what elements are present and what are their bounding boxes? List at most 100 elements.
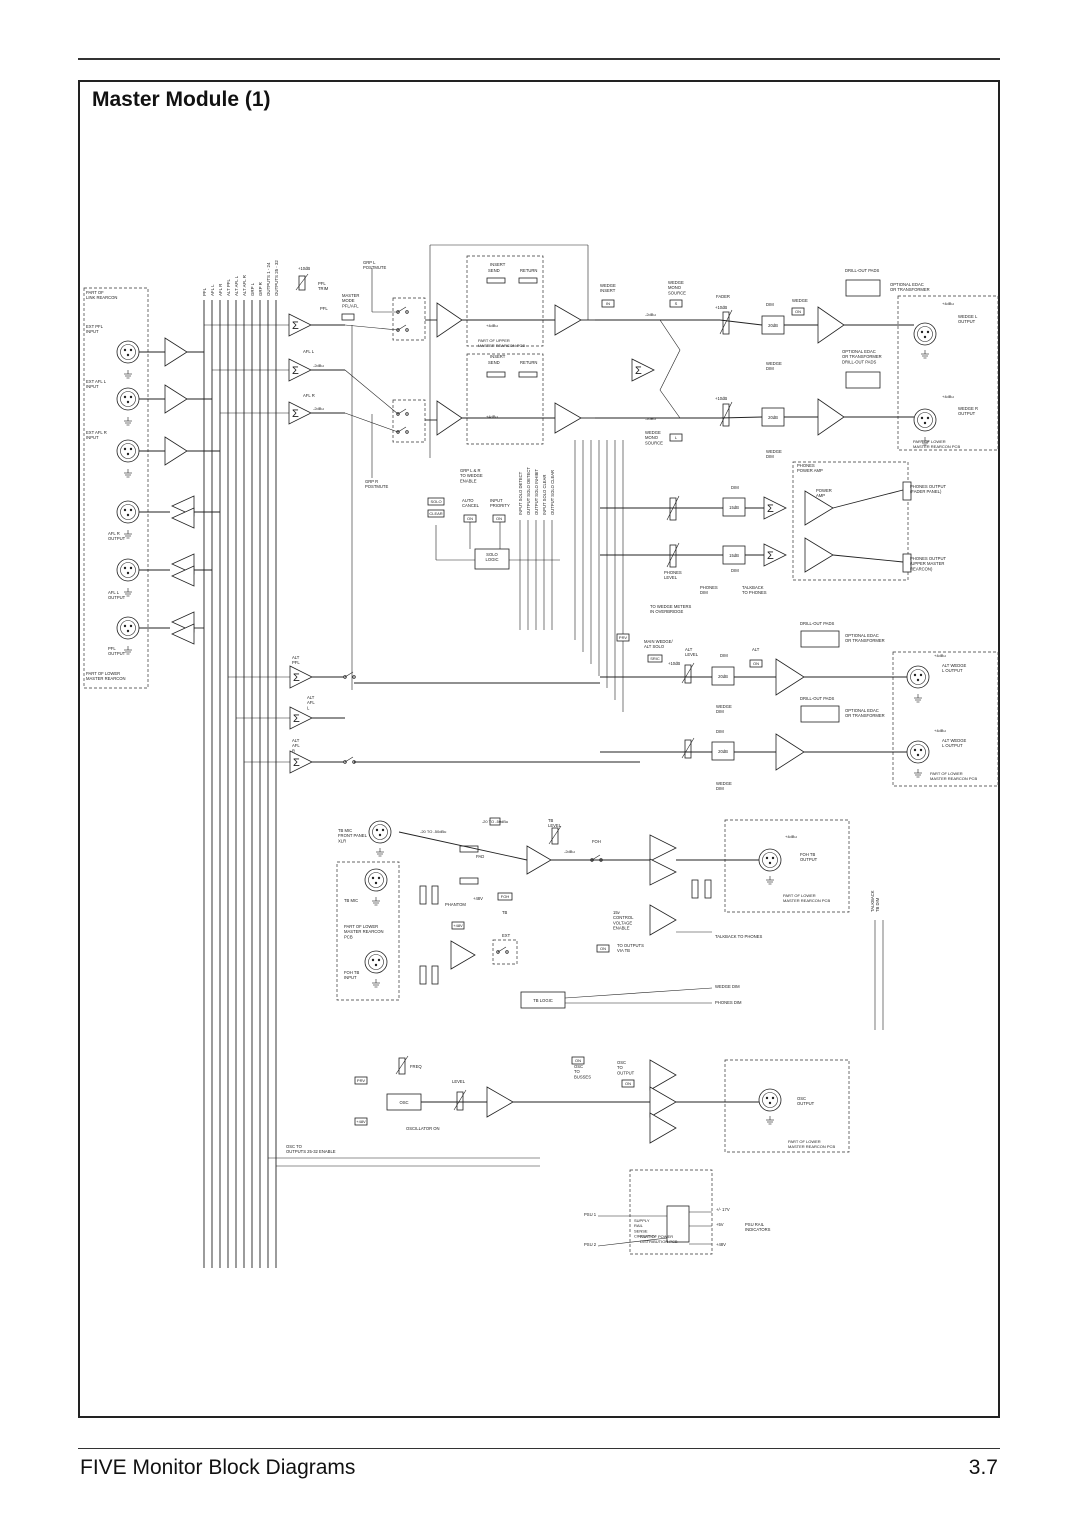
pot-arrow [681, 662, 695, 684]
xlr-pin [123, 348, 127, 352]
button-label: PRV [619, 635, 627, 640]
tb-mic-preamp [526, 845, 552, 875]
mode-route [344, 412, 399, 433]
label-psu2: PSU 2 [584, 1242, 597, 1247]
xlr-pin [126, 400, 130, 404]
label-talkback_to_phones_line: TALKBACK TO PHONES [715, 934, 762, 939]
push-button [497, 892, 513, 901]
xlr-inner [917, 326, 933, 342]
label-plus10db: +10dB [668, 661, 680, 666]
label-pad: PAD [476, 854, 484, 859]
push-button [621, 1079, 635, 1088]
xlr-pin [129, 447, 133, 451]
wedge-output-amp [817, 306, 845, 344]
xlr-inner [910, 669, 926, 685]
label-tb_logic: TB LOGIC [533, 998, 553, 1003]
xlr-pin [768, 861, 772, 865]
osc-bus-amp [649, 1059, 677, 1091]
label-drill_out_pads: DRILL-OUT PADS [800, 696, 834, 701]
switch-blade [397, 408, 407, 415]
xlr-pin [920, 330, 924, 334]
phones-r-power-amp [804, 537, 834, 573]
tb-logic-out [564, 987, 713, 999]
xlr-pin [771, 1096, 775, 1100]
insert-send-amp [436, 400, 463, 436]
push-button [492, 514, 506, 523]
push-button [354, 1076, 368, 1085]
label-minus2dbu: -2dBu [645, 312, 656, 317]
label-plus4dbu: +4dBu [934, 653, 946, 658]
pot-arrow [453, 1089, 467, 1111]
alt-wedge-amp [775, 733, 805, 771]
resistor [518, 371, 538, 378]
label-plus10db: +10dB [715, 396, 727, 401]
xlr-pin [919, 748, 923, 752]
switch-blade [591, 854, 601, 861]
button-label: ON [496, 516, 502, 521]
label-return: RETURN [520, 268, 537, 273]
xlr-pin [375, 828, 379, 832]
sigma-glyph: Σ [293, 713, 300, 725]
switch-blade [397, 306, 407, 313]
output-driver-amp [171, 623, 195, 645]
label-afl_r: AFL R [303, 393, 315, 398]
xlr-pin [923, 335, 927, 339]
phones-amp-boundary [792, 461, 909, 581]
pot-arrow [548, 825, 562, 845]
power-distribution-boundary [629, 1169, 713, 1255]
label-plus4dbu: +4dBu [934, 728, 946, 733]
label-dim: DIM [731, 485, 739, 490]
bus-label-bus_afl_l: AFL L [210, 284, 215, 296]
insert-return-amp [554, 402, 582, 434]
foh-tb-amp [649, 858, 677, 886]
xlr-pin [913, 748, 917, 752]
upper-rearcon-insert-box [466, 255, 544, 347]
push-button [601, 299, 615, 308]
ext-switch-box [492, 939, 518, 965]
fader-out [719, 416, 763, 419]
alt-dim-pad [711, 666, 735, 686]
drill-out-pad-block [800, 630, 840, 648]
switch-blade [344, 756, 354, 763]
xlr-pin [381, 828, 385, 832]
button-label: +48V [453, 923, 463, 928]
alt-dim-pad [711, 741, 735, 761]
psu-line [597, 1237, 668, 1247]
xlr-pin [123, 395, 127, 399]
footer-rule [78, 1448, 1000, 1449]
label-dim: DIM [716, 729, 724, 734]
resistor [902, 481, 912, 501]
xlr-pin [916, 678, 920, 682]
label-minus2dbu: -2dBu [313, 363, 324, 368]
button-label: FOH [501, 894, 510, 899]
xlr-inner [120, 443, 136, 459]
label-db15: 15dB [729, 505, 739, 510]
label-afl_l: AFL L [303, 349, 315, 354]
tb-mic-path [398, 831, 528, 861]
wedge-output-amp [817, 398, 845, 436]
pot-arrow [295, 273, 309, 291]
bus-label-bus_grp_l: GRP L [250, 282, 255, 296]
label-minus2dbu: -2dBu [645, 416, 656, 421]
label-plus4dbu: +4dBu [486, 323, 498, 328]
potentiometer [722, 403, 730, 427]
xlr-pin [371, 958, 375, 962]
